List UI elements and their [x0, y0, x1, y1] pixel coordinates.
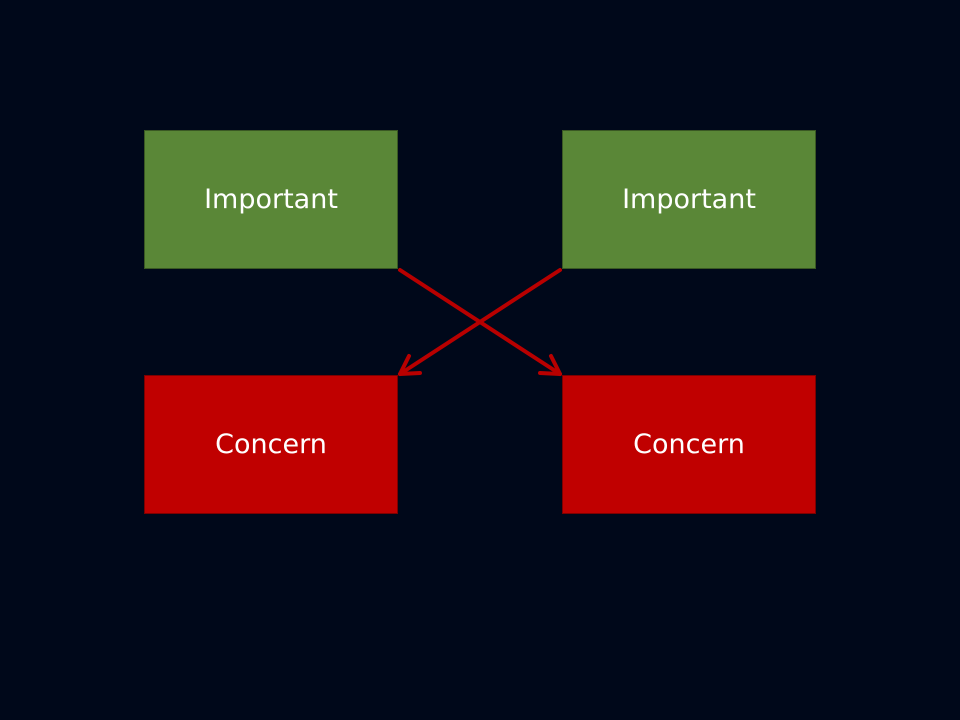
important-box-right: Important	[562, 130, 816, 269]
concern-box-right: Concern	[562, 375, 816, 514]
arrowhead-left-to-right	[538, 354, 562, 376]
concern-box-left: Concern	[144, 375, 398, 514]
arrow-right-to-left	[398, 268, 562, 376]
concern-label-left: Concern	[215, 429, 327, 460]
important-label-right: Important	[622, 184, 756, 215]
important-label-left: Important	[204, 184, 338, 215]
arrow-left-to-right	[398, 268, 562, 376]
important-box-left: Important	[144, 130, 398, 269]
concern-label-right: Concern	[633, 429, 745, 460]
arrowhead-right-to-left	[398, 354, 422, 376]
